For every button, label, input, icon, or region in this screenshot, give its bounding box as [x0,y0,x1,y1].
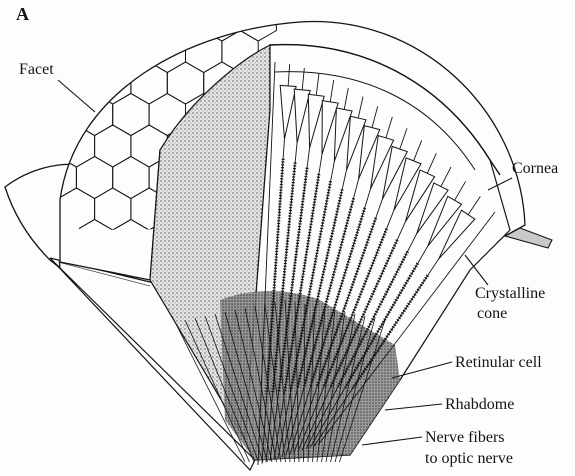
nerve-fibers-label-line2: to optic nerve [425,450,513,467]
crystalline-cone-label-line1: Crystalline [475,285,545,302]
facet-hex [76,31,112,73]
retinular-cell-label: Retinular cell [455,354,542,371]
facet-hex [40,94,76,136]
facet-hex [131,0,167,41]
facet-hex [95,0,131,41]
nerve-fibers-leader [362,437,422,445]
facet-label: Facet [19,61,54,78]
facet-leader [58,80,95,112]
facet-hex [22,125,58,167]
cornea-label: Cornea [512,160,558,177]
nerve-fibers-label-line1: Nerve fibers [425,429,505,446]
rhabdome-leader [385,404,442,410]
facet-hex [58,62,94,104]
crystalline-cone-label-line2: cone [477,305,507,322]
panel-letter: A [16,6,29,23]
facet-hex [113,31,149,73]
facet-hex [167,0,203,41]
rhabdome-label: Rhabdome [445,396,514,413]
facet-hex [58,0,94,41]
